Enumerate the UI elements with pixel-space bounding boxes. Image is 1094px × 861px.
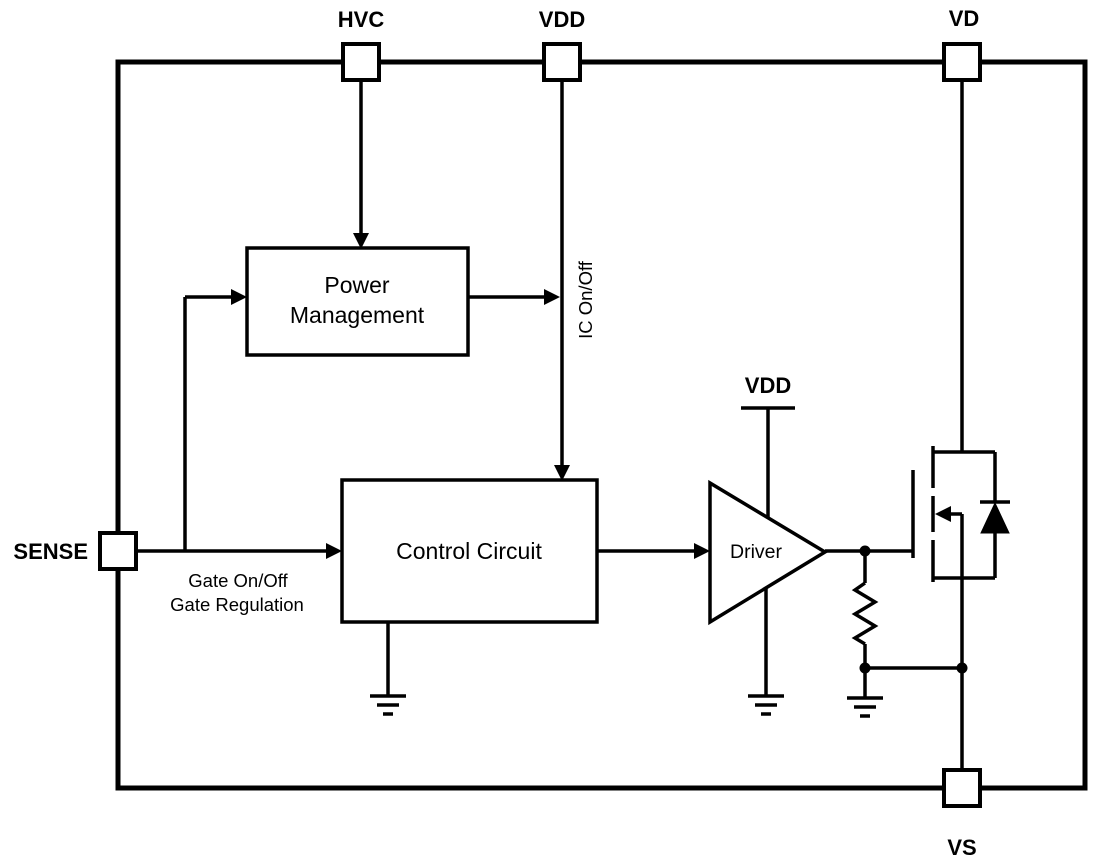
power-management-label-line2: Management [290,302,425,328]
arrowhead-down [554,465,570,481]
pin-sense [98,531,138,571]
diode-triangle [980,501,1010,534]
wire-control-circuit-to-driver [597,543,710,559]
body-arrowhead [935,506,951,522]
driver-vdd-label: VDD [745,373,791,398]
pin-vdd [542,42,582,82]
gate-pulldown-resistor [851,545,968,674]
wire-vdd-to-control-circuit [554,80,570,481]
pin-vdd-label: VDD [539,7,585,32]
gate-on-off-label: Gate On/Off [188,570,288,591]
ic-on-off-label: IC On/Off [575,260,596,339]
junction-dot [956,662,968,674]
pin-vd-label: VD [949,6,980,31]
ground-symbol-resistor [847,668,883,718]
resistor-zigzag [851,581,879,646]
ic-boundary [115,59,1088,791]
driver-triangle [708,479,829,626]
power-management-block [245,246,470,357]
pin-hvc [341,42,381,82]
mosfet-symbol [911,446,995,582]
control-circuit-label: Control Circuit [396,538,542,564]
gate-regulation-label: Gate Regulation [170,594,304,615]
ground-symbol-control-circuit [370,622,406,716]
arrowhead-right [326,543,342,559]
pin-vs [942,768,982,808]
power-management-label-line1: Power [324,272,390,298]
arrowhead-right [231,289,247,305]
driver-label: Driver [730,541,783,563]
driver-vdd-rail [741,406,795,518]
pin-hvc-label: HVC [338,7,385,32]
arrowhead-right [544,289,560,305]
pin-sense-label: SENSE [13,539,88,564]
pin-vs-label: VS [947,835,976,860]
wire-hvc-to-power-management [353,80,369,249]
control-circuit-block [340,478,599,624]
arrowhead-right [694,543,710,559]
arrowhead-down [353,233,369,249]
wire-sense-to-power-management [183,289,247,551]
wire-power-management-ic-on-off [468,289,560,305]
pin-vd [942,42,982,82]
wire-sense-to-control-circuit [136,543,342,559]
ground-symbol-driver [748,588,784,716]
body-diode [980,452,1010,578]
